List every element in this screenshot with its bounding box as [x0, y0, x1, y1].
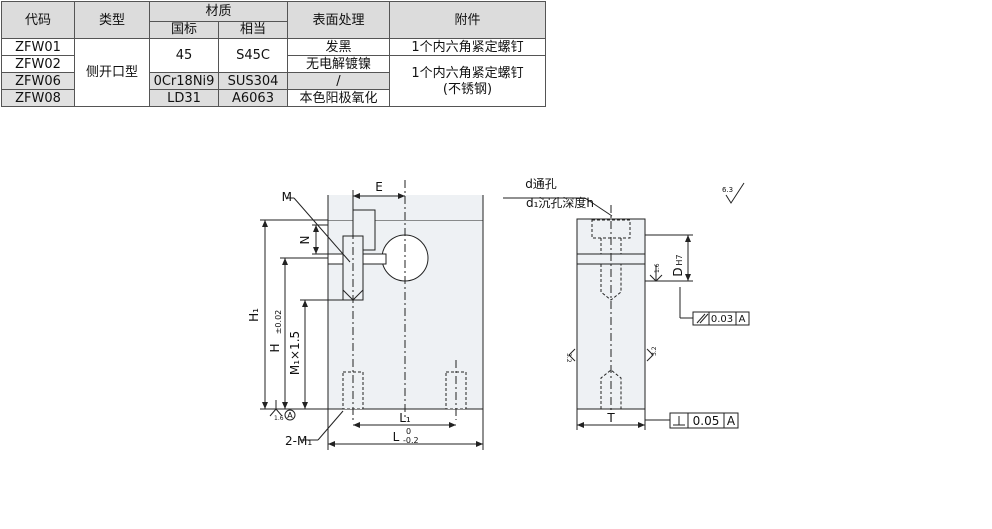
label-l: L [393, 430, 400, 444]
national-cell: 45 [149, 38, 219, 73]
surface-cell: 无电解镀镍 [287, 55, 390, 73]
label-d-through: d通孔 [525, 177, 557, 191]
code-cell: ZFW08 [1, 89, 75, 107]
label-n: N [298, 236, 312, 245]
label-d-fit: H7 [675, 254, 684, 265]
label-d1-cbore: d₁沉孔深度h [526, 195, 594, 210]
national-cell: LD31 [149, 89, 219, 107]
label-d: D [671, 267, 685, 276]
national-cell: 0Cr18Ni9 [149, 72, 219, 90]
label-m1-pitch: M₁×1.5 [288, 331, 302, 375]
header-national: 国标 [149, 20, 219, 40]
label-h-tol: ±0.02 [274, 310, 283, 335]
front-view [260, 180, 484, 450]
perp-tol: 0.05 [693, 414, 720, 428]
equivalent-cell: A6063 [218, 89, 288, 107]
surface-cell: 本色阳极氧化 [287, 89, 390, 107]
parallel-tol: 0.03 [711, 314, 733, 325]
label-l1: L₁ [399, 411, 411, 425]
perp-datum: A [727, 414, 736, 428]
general-roughness: 6.3 [722, 186, 733, 194]
rough-32-right: 3.2 [651, 346, 658, 356]
header-equivalent: 相当 [218, 20, 288, 40]
label-m: M [282, 190, 292, 204]
label-e: E [375, 180, 383, 194]
label-2-m1: 2-M₁ [285, 434, 312, 448]
accessory-cell-stainless: 1个内六角紧定螺钉 (不锈钢) [389, 55, 546, 107]
label-h: H [268, 343, 282, 352]
side-view [503, 182, 750, 430]
rough-32-left: 3.2 [565, 353, 572, 363]
accessory-line: (不锈钢) [442, 81, 493, 97]
code-cell: ZFW06 [1, 72, 75, 90]
front-labels: M E N H₁ H ±0.02 M₁×1.5 2-M₁ L₁ L 0 -0.2… [247, 180, 419, 448]
header-material: 材质 [149, 1, 288, 22]
header-accessory: 附件 [389, 1, 546, 39]
code-cell: ZFW02 [1, 55, 75, 73]
spec-table: 代码 类型 材质 表面处理 附件 国标 相当 ZFW01 侧开口型 45 S45… [1, 1, 546, 107]
datum-a-front: A [287, 411, 293, 420]
side-labels: d通孔 d₁沉孔深度h D H7 1.6 3.2 3.2 0.03 A T 0.… [525, 177, 745, 428]
header-surface: 表面处理 [287, 1, 390, 39]
rough-16-side: 1.6 [654, 263, 661, 273]
parallel-datum: A [739, 314, 746, 325]
code-cell: ZFW01 [1, 38, 75, 56]
side-body [576, 218, 646, 410]
surface-cell: / [287, 72, 390, 90]
rough-front: 1.6 [274, 415, 284, 422]
clamp-bore [381, 234, 429, 282]
label-h1: H₁ [247, 308, 261, 322]
label-l-tol-lower: -0.2 [403, 436, 419, 445]
accessory-line: 1个内六角紧定螺钉 [411, 65, 524, 81]
label-t: T [606, 411, 615, 425]
label-l-tol-upper: 0 [406, 427, 411, 436]
header-code: 代码 [1, 1, 75, 39]
